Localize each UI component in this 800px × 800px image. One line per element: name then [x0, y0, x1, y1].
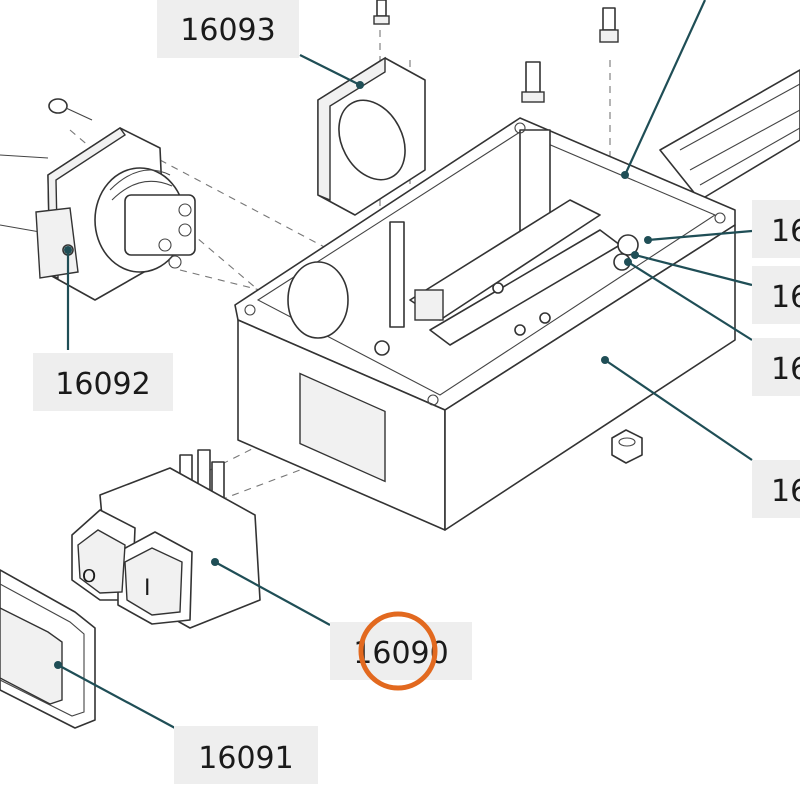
callout-16092: 16092 — [33, 353, 173, 411]
switch-on-symbol: I — [144, 576, 151, 601]
callout-label: 16 — [771, 214, 800, 249]
callout-label: 16093 — [180, 13, 275, 48]
enclosure-housing — [234, 117, 736, 531]
switch-part-16090: O I — [71, 449, 261, 629]
nut — [611, 429, 643, 464]
standoff-screws — [373, 0, 619, 103]
connector-part-16092 — [0, 98, 196, 301]
callout-cut-4: 16 — [752, 460, 800, 518]
callout-label: 16 — [771, 280, 800, 315]
highlight-circle — [358, 611, 438, 691]
callout-cut-3: 16 — [752, 338, 800, 396]
callout-16090: 16090 — [330, 622, 472, 680]
callout-16093: 16093 — [157, 0, 299, 58]
callout-label: 16 — [771, 474, 800, 509]
callout-cut-2: 16 — [752, 266, 800, 324]
callout-label: 16091 — [198, 741, 293, 776]
gasket-part-16093 — [317, 56, 426, 216]
callout-16091: 16091 — [174, 726, 318, 784]
leader-lines — [54, 0, 753, 729]
cover-part-16091 — [0, 569, 96, 729]
callout-label: 16092 — [55, 367, 150, 402]
callout-label: 16 — [771, 352, 800, 387]
callout-cut-1: 16 — [752, 200, 800, 258]
switch-off-symbol: O — [82, 566, 96, 587]
